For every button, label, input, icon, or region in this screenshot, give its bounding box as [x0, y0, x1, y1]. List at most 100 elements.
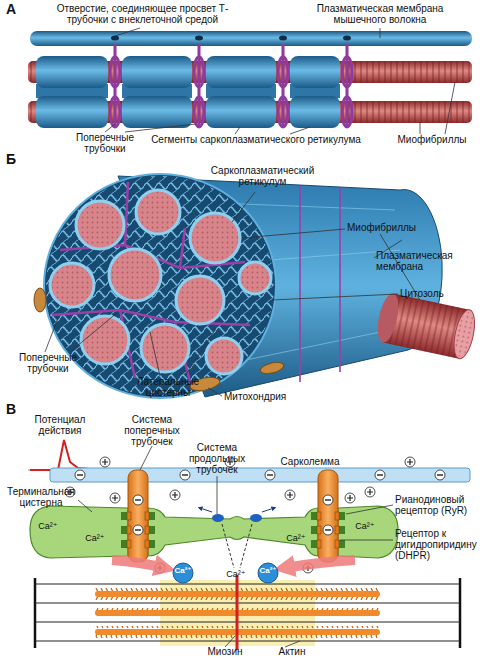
plasma-membrane — [279, 36, 287, 41]
t-tubule — [115, 44, 347, 128]
part-label: Терминальная цистерна — [0, 486, 82, 508]
ryanodine-receptor — [339, 540, 345, 548]
leader-line — [70, 312, 118, 352]
myofibril-section — [141, 324, 189, 372]
t-tubule — [278, 97, 288, 127]
myofibril-texture — [138, 192, 178, 232]
t-tubule-column — [128, 470, 148, 562]
dhpr-receptor — [127, 512, 339, 548]
dhpr-receptor — [335, 512, 339, 520]
protruding-myofibril — [374, 292, 478, 361]
sarcomere — [236, 575, 239, 650]
protruding-myofibril — [374, 292, 402, 345]
charge-symbol — [285, 490, 295, 500]
leader-line — [125, 124, 196, 132]
charge-symbol — [75, 470, 85, 480]
charge-symbol — [100, 457, 110, 467]
part-label: Поперечные трубочки — [68, 132, 142, 154]
sr-segment — [36, 56, 340, 128]
myofibril-section — [239, 262, 271, 294]
dhpr-receptor — [317, 526, 321, 534]
myofibril-texture — [83, 318, 127, 362]
panel-letter: А — [6, 2, 26, 17]
sr-segment — [206, 56, 276, 88]
leader-line — [242, 229, 345, 238]
myofibril-section — [136, 190, 180, 234]
part-label: Система продольных трубочек — [184, 442, 250, 475]
panel-letter: В — [6, 402, 26, 417]
leader-line — [217, 476, 218, 514]
part-label: Сарколемма — [270, 456, 350, 467]
part-label: Актин — [262, 646, 322, 657]
mitochondrion — [34, 288, 46, 312]
myofibril-texture — [52, 192, 269, 372]
leader-line — [115, 28, 140, 36]
leader-line — [45, 318, 58, 352]
leader-line — [225, 636, 235, 647]
myofibril-texture — [241, 264, 269, 292]
myofibril-section — [50, 190, 271, 374]
dhpr-receptor — [317, 540, 321, 548]
t-tubule — [342, 57, 352, 87]
sarcomere — [35, 578, 460, 648]
t-tubule — [110, 44, 352, 128]
calcium-pump — [200, 508, 212, 512]
myofibril-texture — [78, 203, 122, 247]
part-label: Миофибриллы — [347, 222, 437, 233]
ion-label: Ca²⁺ — [281, 534, 311, 544]
sarcomere — [35, 575, 460, 650]
protruding-myofibril — [452, 310, 477, 358]
charge-symbol — [345, 493, 355, 503]
part-label: Рецептор к дигидропиридину (DHPR) — [395, 528, 483, 561]
charge-symbol — [65, 457, 445, 573]
ryanodine-receptor — [121, 512, 127, 520]
part-label: Плазматическая мембрана мышечного волокн… — [300, 3, 460, 25]
ryanodine-receptor — [149, 512, 155, 520]
leader-line — [208, 388, 222, 396]
part-label: Плазматическая мембрана — [376, 250, 476, 272]
action-potential-trace — [28, 440, 100, 470]
charge-symbol — [133, 495, 143, 505]
ryanodine-receptor — [121, 540, 127, 548]
plasma-membrane — [30, 31, 472, 46]
t-tubule-column — [318, 470, 338, 562]
charge-symbol — [133, 525, 143, 535]
myofibril-texture — [143, 326, 187, 370]
ion-label: Ca²⁺ — [221, 570, 251, 580]
sr-segment — [206, 96, 276, 128]
leader-line — [105, 28, 455, 134]
calcium-pump — [200, 508, 274, 568]
action-potential-trace — [30, 440, 100, 470]
dhpr-receptor — [335, 526, 339, 534]
sr-segment — [290, 56, 340, 88]
calcium-pump — [212, 514, 224, 522]
ion-label: Ca²⁺ — [168, 567, 198, 576]
charge-symbol — [265, 470, 275, 480]
leader-line — [105, 124, 115, 132]
calcium-release-arrow — [112, 560, 165, 568]
dhpr-receptor — [317, 512, 321, 520]
plasma-membrane — [195, 36, 203, 41]
sr-segment — [122, 56, 192, 88]
myofibril-section — [176, 276, 224, 324]
t-tubule — [52, 182, 250, 390]
t-tubule — [110, 97, 120, 127]
terminal-cistern — [30, 506, 398, 558]
myofibril-section — [76, 201, 124, 249]
t-tubule-column — [128, 470, 338, 562]
panel-letter: Б — [6, 152, 26, 167]
ryanodine-receptor — [149, 540, 155, 548]
myofibril-texture — [52, 265, 92, 305]
ryanodine-receptor — [149, 526, 155, 534]
plasma-membrane — [343, 36, 351, 41]
part-label: Саркоплазматический ретикулум — [200, 165, 325, 187]
part-label: Цитозоль — [400, 288, 470, 299]
leader-line — [150, 332, 160, 376]
t-tubule — [110, 57, 120, 87]
leader-line — [340, 540, 393, 541]
plasma-membrane — [111, 36, 119, 41]
panel-b — [34, 174, 478, 398]
fiber-cross-section — [44, 174, 276, 398]
